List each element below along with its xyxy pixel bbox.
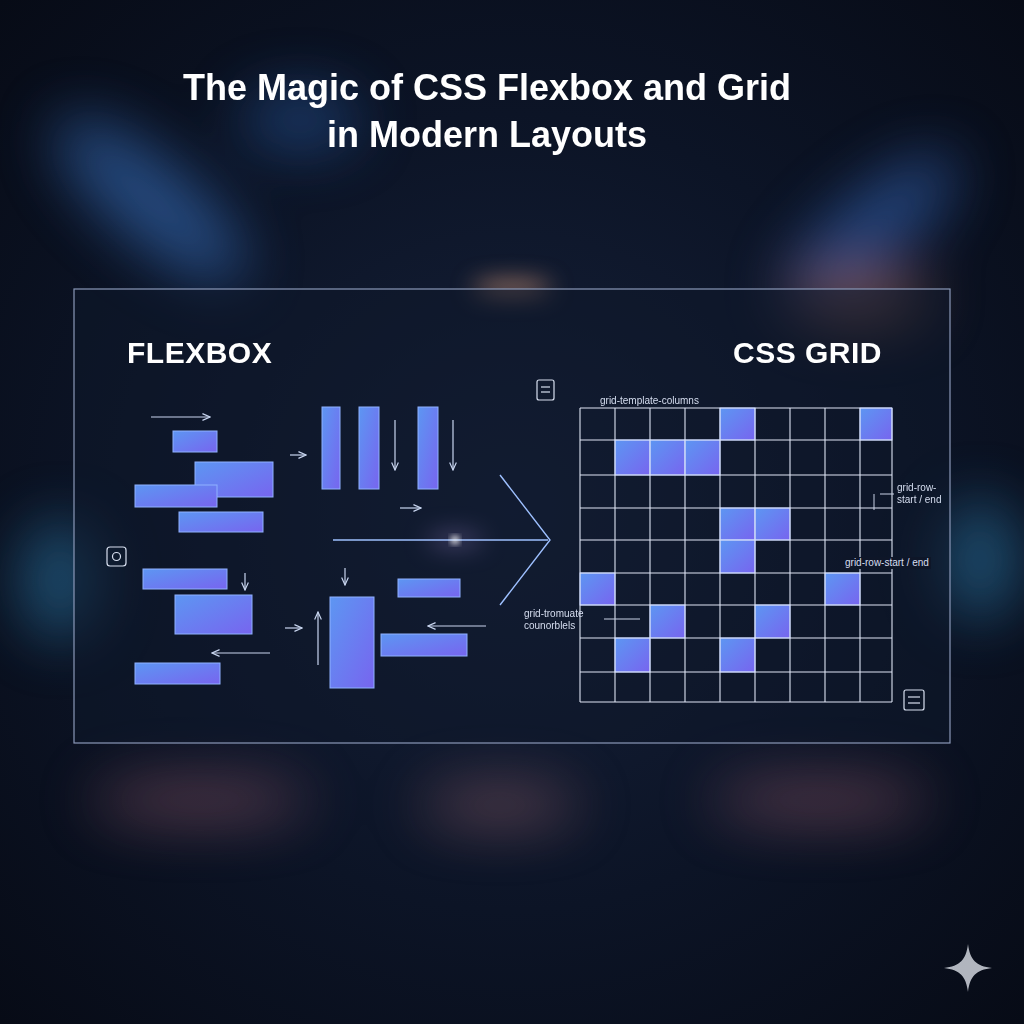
section-heading: FLEXBOX <box>127 336 272 370</box>
section-heading: CSS GRID <box>733 336 882 370</box>
property-label: grid-tromuate counorblels <box>524 608 600 632</box>
property-label: grid-template-columns <box>600 395 699 407</box>
main-title: The Magic of CSS Flexbox and Grid in Mod… <box>172 64 802 158</box>
property-label: grid-row- start / end <box>897 482 955 506</box>
property-label: grid-row-start / end <box>843 557 931 569</box>
